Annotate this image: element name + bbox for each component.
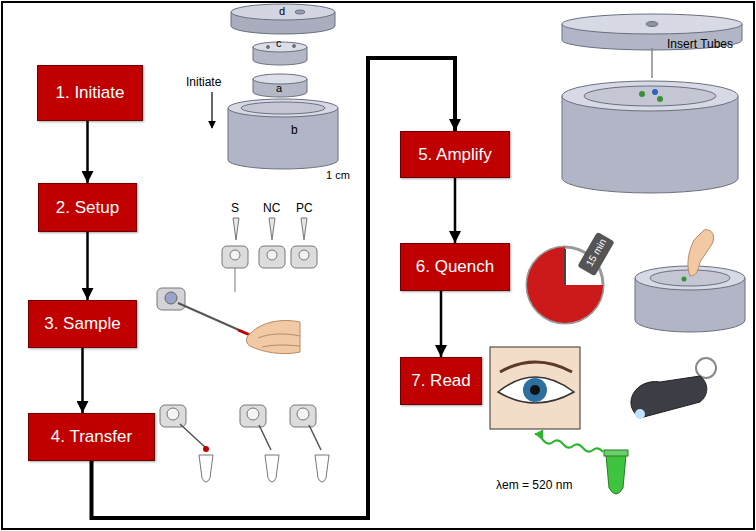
part-label: PC	[296, 202, 313, 215]
step-label: 7. Read	[411, 371, 471, 391]
initiate-arrow	[211, 92, 212, 128]
eye	[490, 347, 580, 429]
process-box: 4. Transfer	[28, 413, 155, 461]
process-box: 5. Amplify	[400, 131, 510, 178]
step-label: 5. Amplify	[418, 145, 492, 165]
part-label: c	[276, 37, 282, 49]
step-label: 4. Transfer	[51, 427, 132, 447]
heater-block	[562, 14, 742, 193]
process-box: 3. Sample	[28, 300, 137, 348]
process-box: 2. Setup	[38, 183, 137, 232]
process-box: 7. Read	[400, 357, 482, 405]
step-label: 3. Sample	[44, 314, 121, 334]
flow-arrow	[86, 121, 89, 183]
part-label: Insert Tubes	[667, 38, 733, 51]
part-label: S	[231, 202, 239, 215]
part-label: Initiate	[186, 76, 221, 89]
step-label: 1. Initiate	[56, 83, 125, 103]
part-label: b	[291, 124, 298, 137]
flow-arrow	[86, 232, 89, 300]
part-label: NC	[263, 202, 280, 215]
hand-sampling	[157, 288, 300, 354]
swab-set	[222, 218, 317, 292]
part-label: 1 cm	[326, 169, 350, 181]
process-box: 1. Initiate	[37, 65, 143, 121]
device-exploded	[228, 4, 338, 169]
flow-arrow	[440, 291, 443, 357]
flow-arrow	[454, 178, 457, 243]
transfer-tubes	[160, 405, 329, 482]
step-label: 2. Setup	[56, 198, 119, 218]
process-box: 6. Quench	[400, 243, 510, 291]
part-label: d	[279, 5, 285, 17]
part-label: 15 min	[584, 237, 609, 268]
timer	[527, 232, 615, 323]
step-label: 6. Quench	[416, 257, 494, 277]
flow-arrow	[81, 348, 84, 413]
keychain-light	[631, 358, 716, 419]
part-label: a	[276, 82, 282, 94]
part-label: λem = 520 nm	[496, 479, 572, 492]
block-with-finger	[635, 230, 745, 332]
